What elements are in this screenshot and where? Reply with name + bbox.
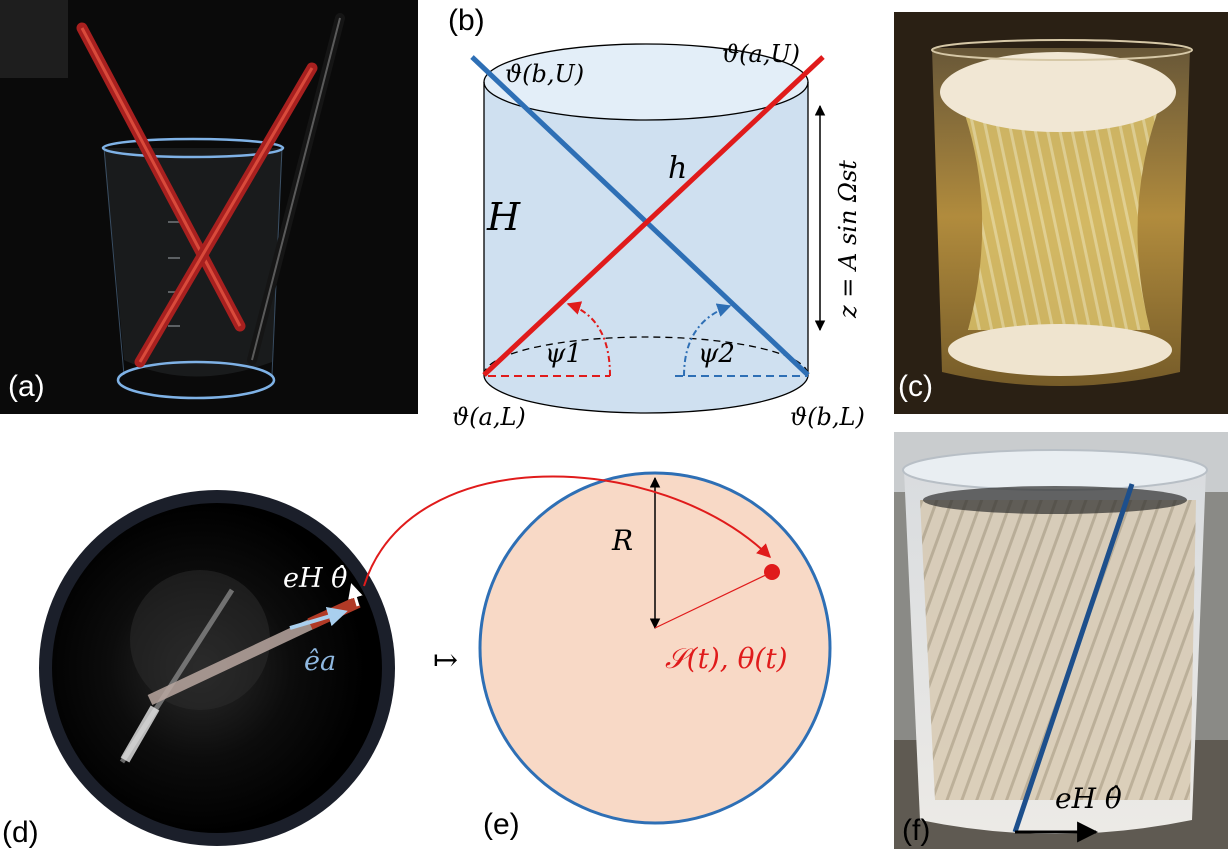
eH-theta-arrow (348, 583, 363, 607)
theta-aL-label: ϑ(a,L) (452, 403, 526, 431)
panel-d-label: (d) (2, 816, 39, 849)
swab-top-heads (940, 52, 1176, 132)
height-H-label: H (486, 195, 521, 239)
beaker-base-highlight (116, 360, 276, 400)
beaker-left-edge (103, 147, 125, 376)
sticks-jar-lid (902, 449, 1208, 491)
radius-R-label: R (611, 524, 633, 557)
panel-a-label: (a) (8, 370, 45, 403)
blue-rod (470, 55, 810, 377)
top-view-rod-end (120, 705, 160, 763)
panel-b: (b) ϑ(b,U) ϑ(a,U) ϑ(a,L) ϑ(b,L) h H ψ1 ψ… (448, 4, 865, 431)
theta-bU-label: ϑ(b,U) (505, 60, 584, 88)
swab-jar-rim (931, 39, 1193, 61)
mapsto-symbol: ↦ (433, 643, 458, 678)
swab-sticks (960, 100, 1162, 330)
sticks-bundle (920, 500, 1196, 800)
psi2-label: ψ2 (698, 339, 735, 369)
red-pencil-2-highlight (138, 67, 314, 363)
panel-e: R 𝒮(t), θ(t) (e) (363, 471, 832, 841)
psi1-label: ψ1 (545, 339, 582, 369)
panel-f: eH θ̂ (f) (894, 432, 1228, 849)
black-pencil-highlight (251, 17, 341, 361)
position-line (654, 571, 773, 629)
z-equation-label: z = A sin Ωst (834, 160, 862, 319)
panel-c: (c) (894, 12, 1228, 414)
beaker-rim-highlight (101, 137, 285, 159)
contact-point (764, 564, 780, 580)
highlighted-stick (1012, 483, 1135, 833)
S-theta-label: 𝒮(t), θ(t) (665, 642, 788, 675)
sticks-heads (923, 486, 1187, 514)
psi2-arc (683, 303, 732, 377)
mapping-arrow (363, 475, 772, 587)
eH-theta-label-f: eH θ̂ (1055, 782, 1122, 815)
e-a-arrow (289, 606, 348, 630)
eH-theta-label-d: eH θ̂ (283, 563, 347, 594)
photo-a-corner (0, 0, 68, 78)
panel-a: (a) (0, 0, 418, 414)
panel-e-label: (e) (483, 808, 520, 841)
cylinder-body (484, 82, 808, 413)
projection-disk (478, 471, 832, 825)
rod-length-h-label: h (668, 151, 687, 186)
swab-bottom-heads (948, 324, 1172, 376)
panel-b-label: (b) (448, 4, 485, 37)
e-a-label: êa (304, 646, 336, 677)
red-pencil-1-highlight (80, 27, 242, 327)
red-rod (482, 55, 825, 377)
cylinder-bottom-front (483, 374, 809, 414)
panel-d: eH θ̂ êa (d) (2, 490, 395, 849)
theta-bL-label: ϑ(b,L) (790, 403, 865, 431)
panel-c-label: (c) (898, 370, 933, 403)
panel-f-label: (f) (902, 814, 930, 847)
theta-aU-label: ϑ(a,U) (722, 40, 800, 68)
